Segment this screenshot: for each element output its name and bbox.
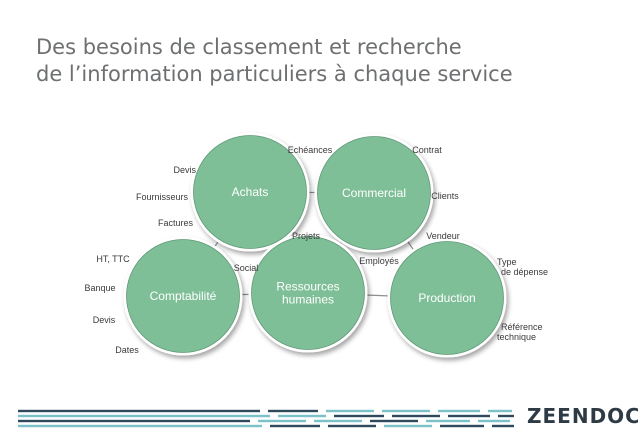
- link-label-commercial-production: Vendeur: [426, 231, 460, 241]
- footer-stripe-1-0: [18, 414, 270, 418]
- footer-stripe-3-4: [440, 424, 484, 428]
- tag-banque: Banque: [84, 283, 115, 293]
- footer-stripe-3-1: [270, 424, 320, 428]
- zeendoc-logo: ZEENDOC: [527, 404, 638, 428]
- circle-ring-production: [390, 241, 504, 355]
- footer-stripe-1-4: [448, 414, 490, 418]
- footer-stripe-0-4: [438, 409, 480, 413]
- title-line-2: de l’information particuliers à chaque s…: [36, 62, 513, 86]
- link-label-commercial-rh: Employés: [359, 256, 399, 266]
- footer-stripe-1-5: [498, 414, 514, 418]
- tag-dates: Dates: [115, 345, 139, 355]
- link-label-comptabilite-rh: Social: [234, 263, 259, 273]
- link-label-achats-rh: Projets: [292, 231, 321, 241]
- service-circle-comptabilite: Comptabilité: [123, 236, 243, 356]
- circle-shape-achats: [190, 132, 310, 252]
- circle-shape-commercial: [314, 133, 434, 253]
- footer-stripe-2-1: [258, 419, 306, 423]
- footer-stripes: [18, 409, 514, 428]
- circle-ring-rh: [251, 236, 365, 350]
- circle-label-achats: Achats: [232, 185, 269, 199]
- footer-stripe-0-0: [18, 409, 260, 413]
- footer-stripe-0-5: [488, 409, 512, 413]
- footer-stripe-3-0: [18, 424, 262, 428]
- diagram-labels: EchéancesProjetsEmployésVendeurSocialDev…: [84, 145, 548, 355]
- circle-shape-production: [387, 238, 507, 358]
- circle-ring-achats: [193, 135, 307, 249]
- circle-ring-commercial: [317, 136, 431, 250]
- circle-label-comptabilite: Comptabilité: [150, 289, 217, 303]
- footer-stripe-2-3: [370, 419, 418, 423]
- footer-stripe-0-3: [382, 409, 430, 413]
- circle-label-production: Production: [418, 291, 475, 305]
- tag-factures: Factures: [158, 218, 194, 228]
- tag-ht-ttc: HT, TTC: [96, 254, 130, 264]
- footer-stripe-0-1: [268, 409, 318, 413]
- slide-title: Des besoins de classement et recherche d…: [36, 34, 513, 88]
- footer-stripe-1-2: [334, 414, 384, 418]
- circle-shape-rh: [248, 233, 368, 353]
- footer-stripe-1-3: [392, 414, 440, 418]
- footer-stripe-1-1: [278, 414, 326, 418]
- tag-clients: Clients: [431, 191, 459, 201]
- footer-stripe-3-2: [328, 424, 376, 428]
- footer-stripe-2-0: [18, 419, 250, 423]
- service-circle-production: Production: [387, 238, 507, 358]
- footer-stripe-3-3: [384, 424, 432, 428]
- title-line-1: Des besoins de classement et recherche: [36, 35, 462, 59]
- tag-fournisseurs: Fournisseurs: [136, 192, 189, 202]
- footer-stripe-0-2: [326, 409, 374, 413]
- footer-stripe-2-4: [426, 419, 470, 423]
- tag-contrat: Contrat: [412, 145, 442, 155]
- tag-devis-compta: Devis: [93, 315, 116, 325]
- circle-shape-comptabilite: [123, 236, 243, 356]
- footer-stripe-2-5: [478, 419, 510, 423]
- circle-ring-comptabilite: [126, 239, 240, 353]
- footer-stripe-3-5: [492, 424, 514, 428]
- service-circle-achats: Achats: [190, 132, 310, 252]
- tag-devis-achats: Devis: [173, 165, 196, 175]
- footer-stripe-2-2: [314, 419, 362, 423]
- circle-label-commercial: Commercial: [342, 186, 406, 200]
- link-label-achats-commercial: Echéances: [288, 145, 333, 155]
- service-circle-commercial: Commercial: [314, 133, 434, 253]
